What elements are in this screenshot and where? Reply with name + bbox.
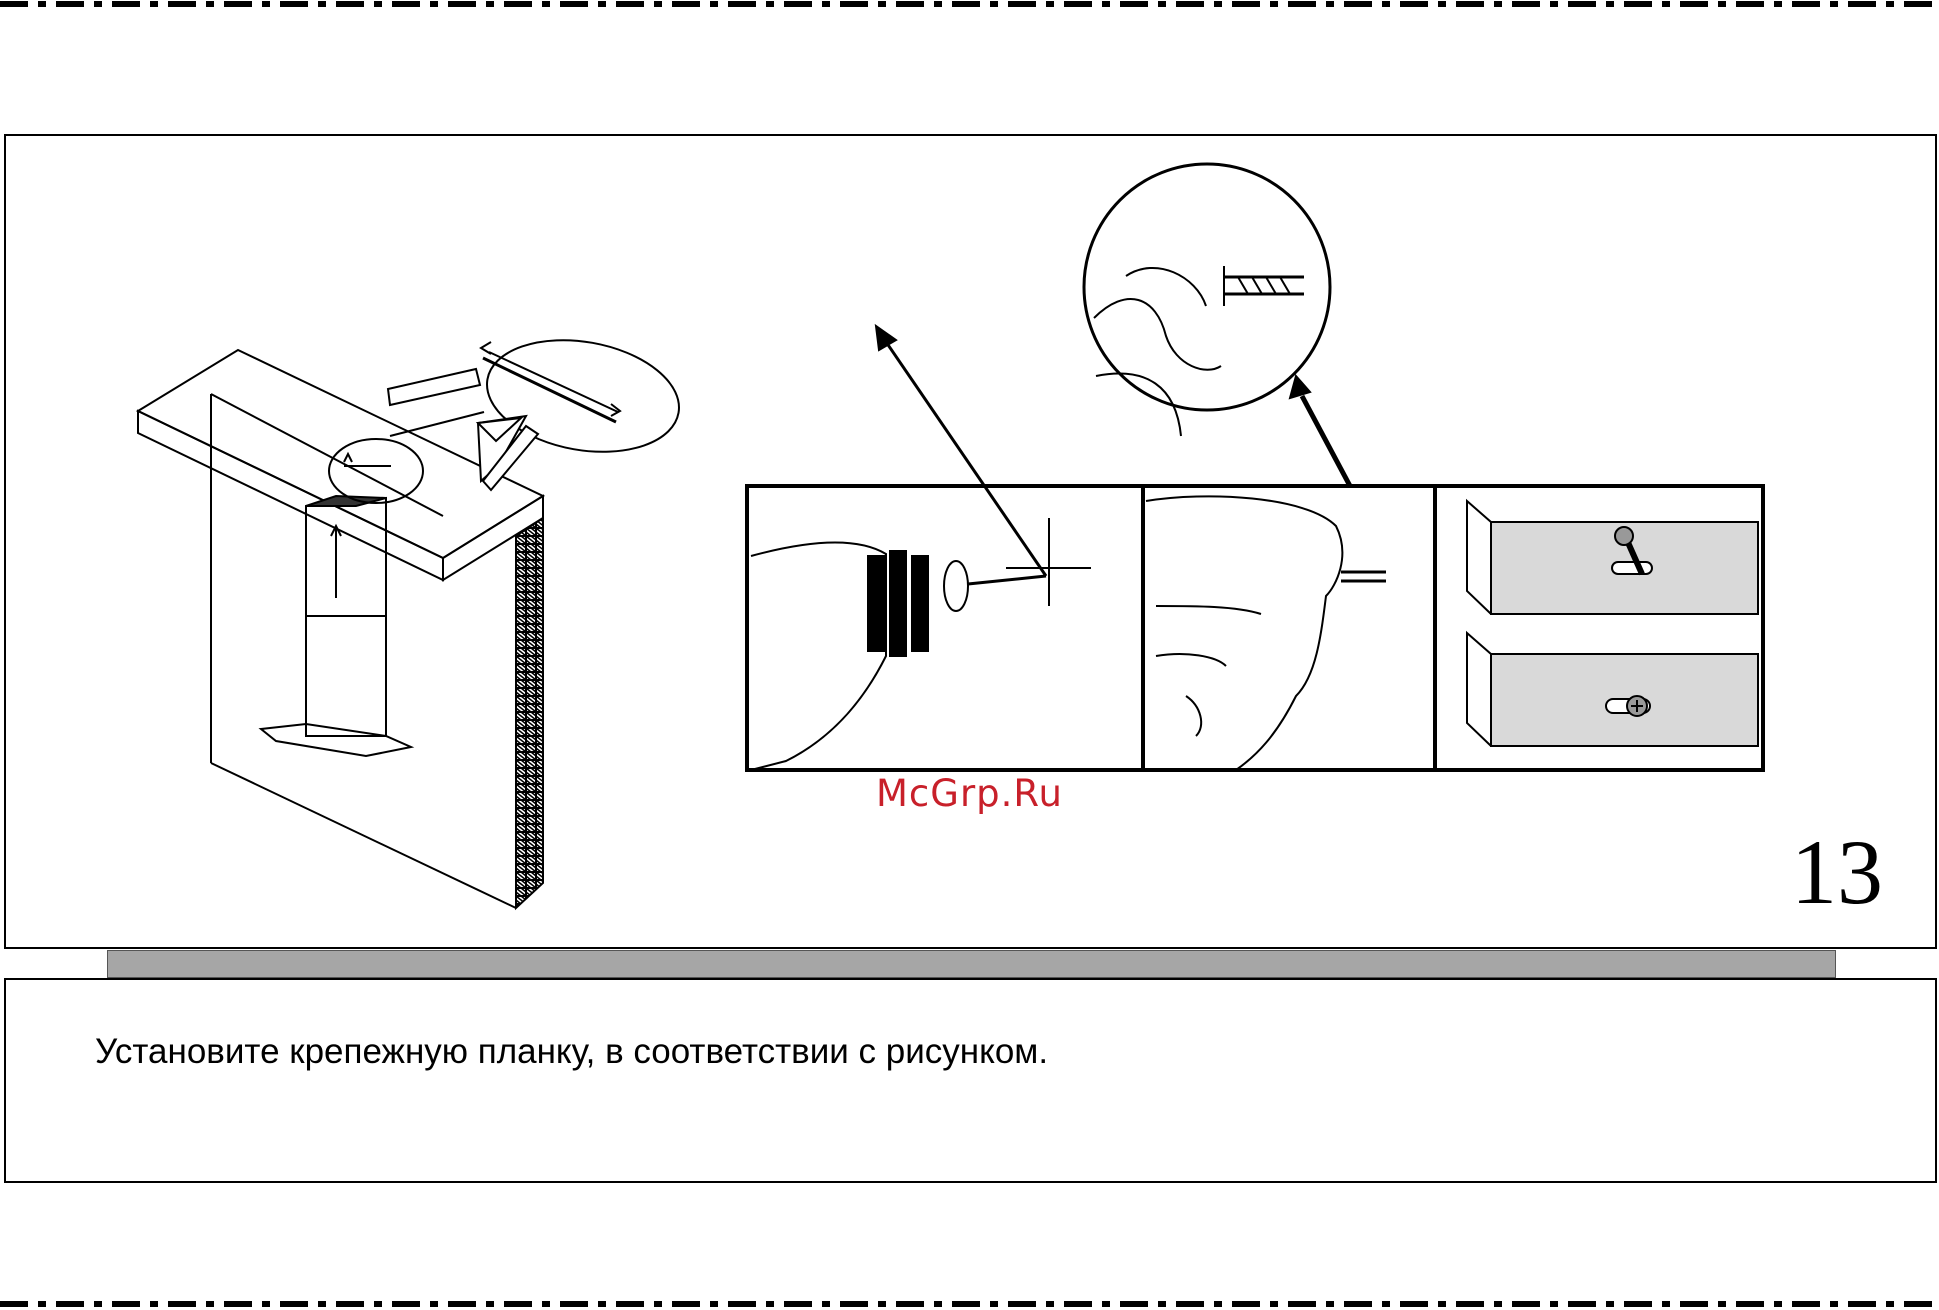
instruction-caption: Установите крепежную планку, в соответст…: [95, 1032, 1048, 1072]
page-number: 13: [1791, 826, 1883, 918]
drill-step: [751, 326, 1091, 770]
top-dashed-border: [0, 0, 1939, 8]
caption-panel: Установите крепежную планку, в соответст…: [4, 978, 1937, 1183]
separator-bar: [107, 950, 1836, 978]
callout-arrow: [1302, 396, 1350, 486]
hood-installation-overview: [138, 326, 688, 908]
callout-arrow-head: [1290, 376, 1310, 398]
figure-panel: McGrp.Ru 13: [4, 134, 1937, 949]
insert-plug-step: [1146, 496, 1386, 770]
bottom-dashed-border: [0, 1300, 1939, 1308]
installation-illustration: [6, 136, 1939, 951]
watermark: McGrp.Ru: [876, 772, 1063, 815]
bracket-step: [1467, 501, 1758, 746]
